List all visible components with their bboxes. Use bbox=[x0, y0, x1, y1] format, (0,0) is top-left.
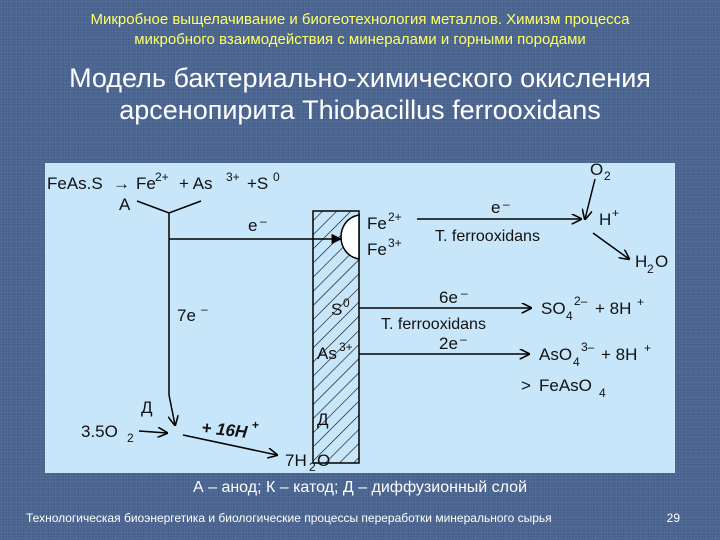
water-arrow bbox=[182, 434, 277, 455]
electron-minus: – bbox=[260, 214, 267, 228]
fe3-charge: 3+ bbox=[388, 236, 402, 250]
diagram-caption: А – анод; К – катод; Д – диффузионный сл… bbox=[192, 479, 528, 496]
h-plus-label: H bbox=[599, 210, 611, 229]
so4-sub: 4 bbox=[566, 309, 573, 323]
h2o-product-label: 7H bbox=[285, 451, 307, 470]
reaction-arrow: → bbox=[113, 174, 130, 193]
feaso4-label: FeAsO bbox=[539, 376, 592, 395]
feaso4-prefix: > bbox=[521, 376, 531, 395]
diagram-background bbox=[45, 163, 675, 473]
aso4-charge: 3– bbox=[581, 340, 595, 354]
bacteria-top-electron: e bbox=[491, 198, 500, 217]
bacteria-name-top: T. ferrooxidans bbox=[435, 228, 540, 245]
aso4-plus-charge: + bbox=[644, 341, 651, 355]
so4-plus: + 8H bbox=[595, 299, 631, 318]
reaction-as-charge: 3+ bbox=[226, 170, 240, 184]
two-electrons-minus: – bbox=[460, 332, 467, 346]
seven-electrons-minus: – bbox=[201, 302, 208, 316]
reaction-lhs: FeAs.S bbox=[47, 174, 103, 193]
so4-label: SO bbox=[541, 299, 566, 318]
two-electrons: 2e bbox=[439, 334, 458, 353]
slide-footer: Технологическая биоэнергетика и биологич… bbox=[26, 511, 552, 525]
six-electrons-minus: – bbox=[461, 286, 468, 300]
h16-charge: + bbox=[252, 418, 259, 432]
h2o-sub: 2 bbox=[647, 262, 654, 276]
reaction-s-charge: 0 bbox=[273, 170, 280, 184]
six-electrons: 6e bbox=[439, 288, 458, 307]
fe2-charge: 2+ bbox=[388, 210, 402, 224]
so4-plus-charge: + bbox=[637, 295, 644, 309]
s0-charge: 0 bbox=[343, 296, 350, 310]
fe3-label: Fe bbox=[367, 240, 387, 259]
title-line-1: Модель бактериально-химического окислени… bbox=[69, 63, 651, 93]
o2-to-cathode-arrow bbox=[138, 431, 167, 433]
slide-title: Модель бактериально-химического окислени… bbox=[0, 62, 720, 126]
as3-charge: 3+ bbox=[339, 340, 353, 354]
h2o-arrow bbox=[592, 232, 629, 259]
h2o-o: O bbox=[655, 252, 668, 271]
bacteria-name-mid: T. ferrooxidans bbox=[381, 316, 486, 333]
h2o-product-sub: 2 bbox=[309, 460, 316, 473]
oxidation-diagram: FeAs.S → Fe 2+ + As 3+ +S 0 А e – 7e – F… bbox=[45, 163, 675, 473]
h-plus-charge: + bbox=[612, 206, 619, 220]
as3-label: As bbox=[317, 344, 337, 363]
anode-label: А bbox=[119, 195, 131, 214]
slide-header: Микробное выщелачивание и биогеотехнолог… bbox=[0, 10, 720, 50]
header-line-1: Микробное выщелачивание и биогеотехнолог… bbox=[90, 11, 630, 28]
o2-label: O bbox=[590, 163, 603, 179]
aso4-label: AsO bbox=[539, 345, 572, 364]
feaso4-sub: 4 bbox=[599, 386, 606, 400]
reaction-as: + As bbox=[179, 174, 213, 193]
diffusion-label-left: Д bbox=[141, 398, 153, 417]
bacteria-top-minus: – bbox=[503, 197, 510, 211]
page-number: 29 bbox=[666, 511, 680, 525]
seven-electrons: 7e bbox=[177, 306, 196, 325]
diffusion-label-right: Д bbox=[317, 410, 329, 429]
so4-charge: 2– bbox=[574, 294, 588, 308]
o2-arrow bbox=[585, 178, 596, 219]
h2o-label: H bbox=[635, 252, 647, 271]
electron-label: e bbox=[248, 216, 257, 235]
h16-label: + 16H bbox=[201, 418, 249, 442]
aso4-sub: 4 bbox=[573, 355, 580, 369]
s0-label: S bbox=[331, 300, 342, 319]
title-line-2: арсенопирита Thiobacillus ferrooxidans bbox=[119, 95, 601, 125]
aso4-plus: + 8H bbox=[601, 345, 637, 364]
fe2-label: Fe bbox=[367, 214, 387, 233]
h2o-product-o: O bbox=[317, 451, 330, 470]
reaction-fe: Fe bbox=[136, 174, 156, 193]
o2-sub: 2 bbox=[604, 169, 611, 183]
o2-coefficient: 3.5O bbox=[81, 422, 118, 441]
anode-to-cathode-arrow bbox=[169, 394, 175, 425]
header-line-2: микробного взаимодействия с минералами и… bbox=[134, 31, 586, 48]
reaction-fe-charge: 2+ bbox=[155, 170, 169, 184]
o2-coefficient-sub: 2 bbox=[127, 431, 134, 445]
reaction-s: +S bbox=[247, 174, 268, 193]
